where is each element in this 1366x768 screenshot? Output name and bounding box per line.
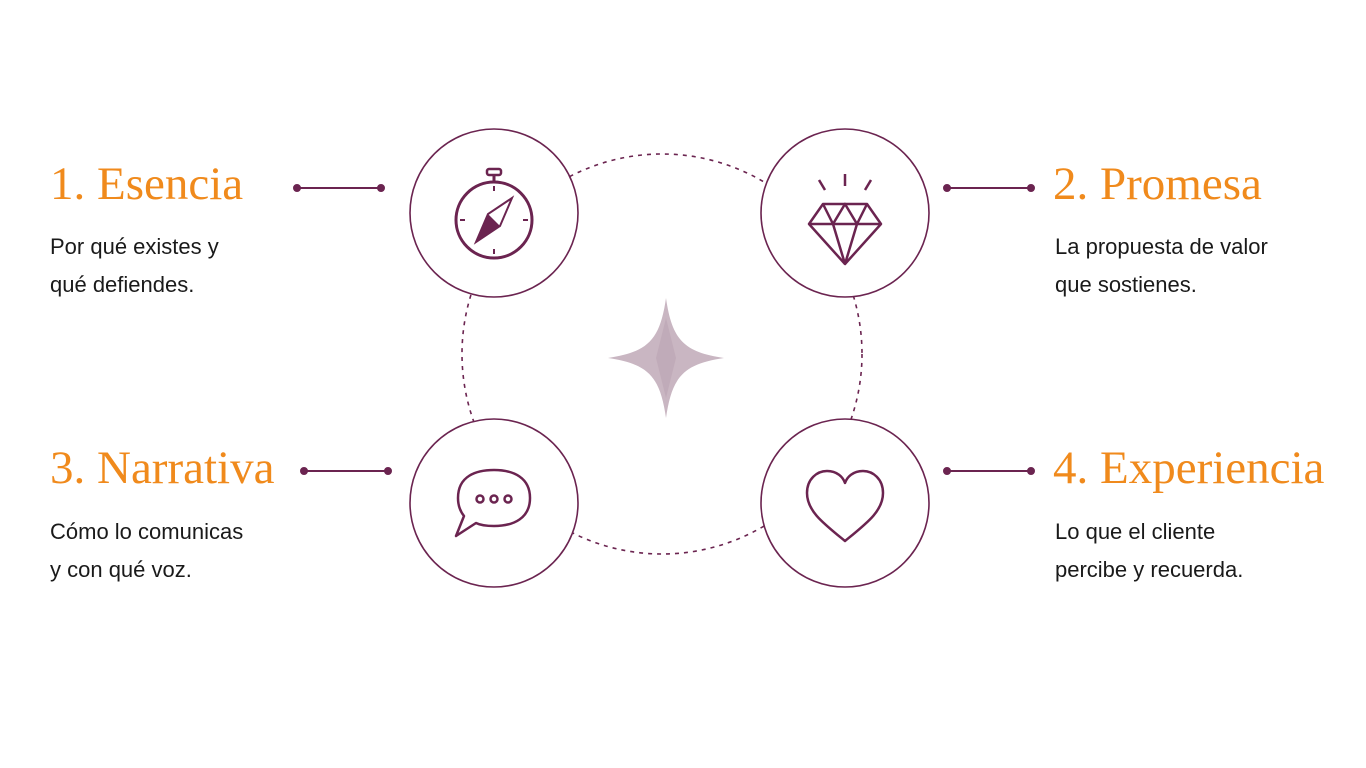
- heart-icon: [805, 469, 885, 543]
- connector-promesa: [943, 184, 1035, 192]
- step-title-experiencia: 4. Experiencia: [1053, 442, 1325, 494]
- dashed-connector-ring: [461, 153, 863, 555]
- step-description-line: que sostienes.: [1055, 272, 1197, 297]
- step-description-line: Lo que el cliente: [1055, 519, 1216, 544]
- node-circle-experiencia: [760, 418, 930, 588]
- step-description-line: La propuesta de valor: [1055, 234, 1268, 259]
- node-circle-promesa: [760, 128, 930, 298]
- step-description-line: Por qué existes y: [50, 234, 219, 259]
- step-description-line: percibe y recuerda.: [1055, 557, 1244, 582]
- step-description-line: Cómo lo comunicas: [50, 519, 244, 544]
- speech-bubble-icon: [454, 468, 532, 538]
- step-description-esencia: Por qué existes y qué defiendes.: [50, 228, 219, 304]
- connector-experiencia: [943, 467, 1035, 475]
- step-title-promesa: 2. Promesa: [1053, 158, 1262, 210]
- step-description-narrativa: Cómo lo comunicas y con qué voz.: [50, 513, 243, 589]
- step-description-promesa: La propuesta de valor que sostienes.: [1055, 228, 1268, 304]
- connector-esencia: [293, 184, 385, 192]
- step-description-line: qué defiendes.: [50, 272, 195, 297]
- step-title-esencia: 1. Esencia: [50, 158, 244, 210]
- step-title-narrativa: 3. Narrativa: [50, 442, 275, 494]
- sparkle-icon: [608, 298, 724, 418]
- compass-icon: [454, 167, 534, 260]
- diamond-icon: [807, 174, 883, 266]
- step-description-line: y con qué voz.: [50, 557, 192, 582]
- connector-narrativa: [300, 467, 392, 475]
- step-description-experiencia: Lo que el cliente percibe y recuerda.: [1055, 513, 1243, 589]
